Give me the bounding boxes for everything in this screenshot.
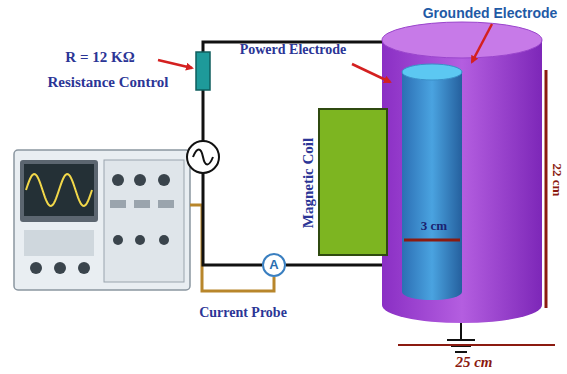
- dimension-label: 22 cm: [550, 164, 564, 197]
- oscilloscope: [14, 150, 190, 290]
- coil-body: [318, 108, 388, 256]
- resistance-value: R = 12 KΩ: [65, 49, 134, 66]
- dimension-line: [545, 70, 548, 308]
- ammeter-symbol: A: [262, 253, 286, 277]
- powered-electrode: [382, 22, 542, 323]
- part-name: Powerd Electrode: [240, 42, 347, 57]
- ac-source-symbol: [187, 141, 219, 173]
- dimension-label: 3 cm: [421, 219, 447, 233]
- ground-symbol: [447, 323, 475, 352]
- dimension-line: [398, 344, 555, 346]
- part-name: Resistance Control: [48, 74, 169, 91]
- part-name: Current Probe: [199, 305, 287, 320]
- grounded-electrode: [402, 64, 462, 300]
- resistor-symbol: [196, 52, 210, 90]
- part-name: Grounded Electrode: [423, 6, 558, 21]
- dimension-label: 25 cm: [455, 354, 492, 371]
- magnetic-coil: Magnetic Coil: [298, 106, 392, 260]
- meter-letter: A: [269, 258, 278, 272]
- coil-label: Magnetic Coil: [300, 138, 317, 228]
- pointer-arrow: [158, 24, 492, 82]
- dimension-line: [404, 239, 460, 242]
